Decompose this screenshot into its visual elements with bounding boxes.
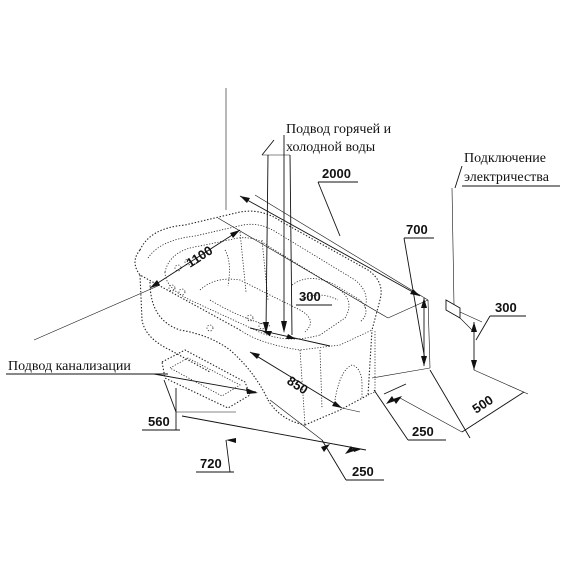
dimension-300-pipes: 300 (249, 289, 332, 347)
dimension-850: 850 (249, 351, 361, 413)
drain-label: Подвод канализации (8, 359, 131, 374)
dim-drain-depth-label: 560 (148, 414, 170, 429)
drain-callout: Подвод канализации (6, 359, 258, 394)
electric-label-line1: Подключение (464, 151, 546, 166)
dimension-250-side: 250 (373, 383, 446, 441)
dimension-720: 720 (181, 415, 367, 473)
bathtub-outline (134, 210, 382, 426)
dim-height-label: 700 (406, 222, 428, 237)
dimension-1100: 1100 (149, 229, 241, 289)
dim-pipe-offset-label: 300 (299, 289, 321, 304)
electric-label-line2: электричества (464, 170, 550, 185)
dim-length-label: 2000 (322, 166, 351, 181)
water-supply-label-line2: холодной воды (286, 140, 376, 155)
dimension-2000: 2000 (239, 166, 421, 297)
electric-callout: Подключение электричества (454, 151, 560, 189)
reference-lines (33, 88, 483, 379)
dimension-250-drain: 250 (269, 399, 384, 481)
dim-electric-height-label: 300 (495, 300, 517, 315)
dim-side-offset-label: 250 (412, 424, 434, 439)
dimension-700: 700 (403, 222, 434, 366)
dimension-300-electric: 300 (471, 300, 526, 370)
water-supply-label-line1: Подвод горячей и (286, 122, 392, 137)
dim-inner-length-label: 850 (284, 373, 310, 397)
dimension-560: 560 (142, 379, 236, 431)
dim-drain-offset-label: 250 (352, 464, 374, 479)
dim-drain-width-label: 720 (200, 456, 222, 471)
water-supply-callout: Подвод горячей и холодной воды (261, 122, 392, 336)
